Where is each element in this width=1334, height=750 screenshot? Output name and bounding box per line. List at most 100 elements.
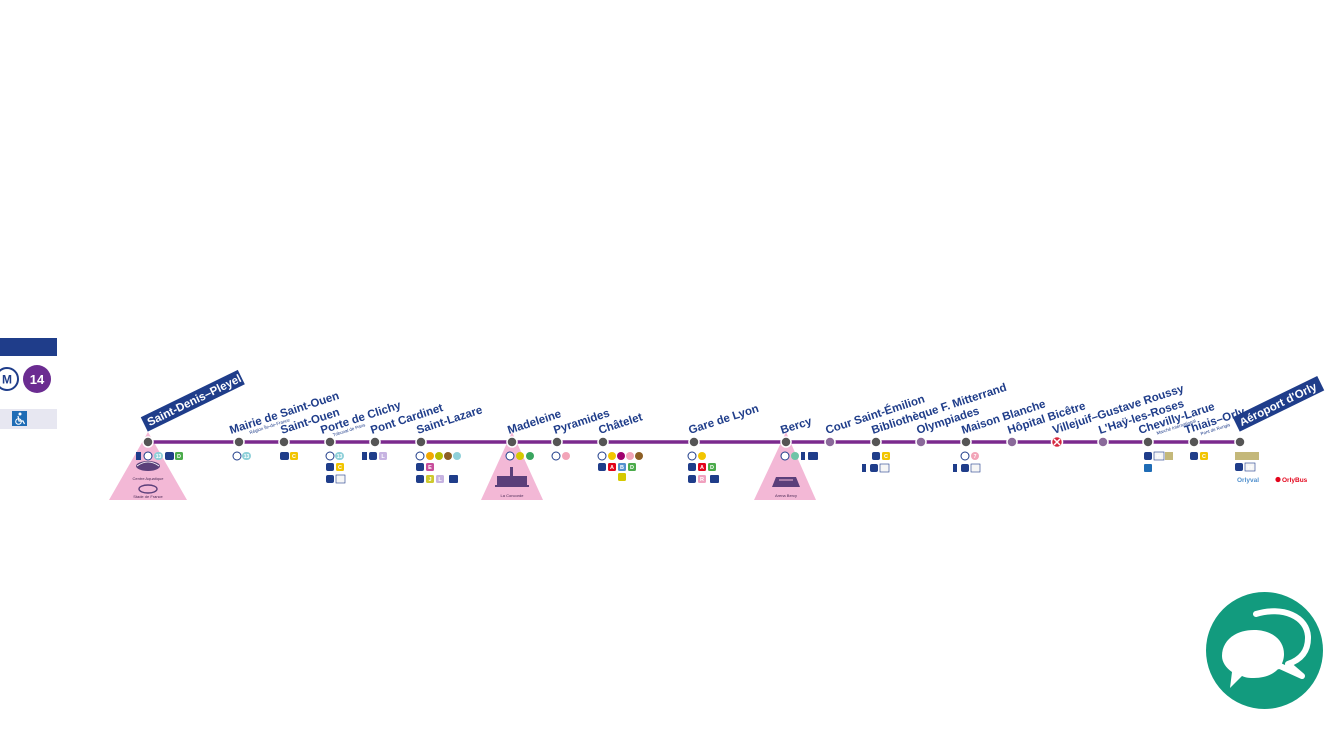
svg-text:L: L — [381, 454, 385, 460]
station-dot-saint-ouen[interactable] — [278, 436, 290, 448]
station-dot-saint-lazare[interactable] — [415, 436, 427, 448]
svg-text:J: J — [428, 477, 431, 483]
station-dot-bercy[interactable] — [780, 436, 792, 448]
svg-text:A: A — [700, 465, 704, 471]
station-closed-icon-villejuif[interactable] — [1050, 435, 1064, 449]
svg-text:13: 13 — [337, 454, 343, 460]
pyramides-connections — [551, 451, 570, 461]
metro-13-badge — [335, 452, 344, 460]
station-dot-thiais-orly[interactable] — [1188, 436, 1200, 448]
svg-text:7: 7 — [974, 454, 977, 460]
station-dot-bibliotheque[interactable] — [870, 436, 882, 448]
metro-icon — [143, 451, 153, 461]
station-dot-olympiades[interactable] — [915, 436, 927, 448]
stade-de-france-icon — [138, 484, 158, 494]
metro-icon — [415, 451, 425, 461]
terminus-saint-denis-pleyel[interactable]: Saint-Denis–Pleyel — [140, 369, 245, 432]
svg-text:13: 13 — [156, 454, 162, 460]
rer-c-badge — [1200, 452, 1208, 460]
metro-icon — [232, 451, 242, 461]
station-dot-cour-saint-emilion[interactable] — [824, 436, 836, 448]
station-dot-aeroport-orly[interactable] — [1234, 436, 1246, 448]
svg-text:T7: T7 — [1156, 454, 1162, 459]
rer-icon — [598, 463, 606, 471]
tram-badge-alt — [1165, 452, 1173, 460]
rer-e-badge — [426, 463, 434, 471]
station-dot-lhay-les-roses[interactable] — [1097, 436, 1109, 448]
rer-c-badge — [336, 463, 344, 471]
porte-de-clichy-connections: 13 C — [325, 451, 346, 484]
station-dot-pyramides[interactable] — [551, 436, 563, 448]
tram-icon — [326, 475, 334, 483]
arena-bercy-icon — [772, 477, 800, 487]
metro-logo-letter: M — [2, 373, 12, 387]
landmark-la-concorde: La Concorde — [501, 493, 525, 498]
mairie-saint-ouen-connections: 13 — [232, 451, 251, 461]
metro-icon — [687, 451, 697, 461]
station-dot-mairie-de-saint-ouen[interactable] — [233, 436, 245, 448]
rer-icon — [280, 452, 289, 460]
terminus-end-label: Aéroport d'Orly — [1238, 381, 1320, 429]
station-dot-gare-de-lyon[interactable] — [688, 436, 700, 448]
terminus-aeroport-orly[interactable]: Aéroport d'Orly — [1232, 376, 1325, 432]
legend-header-bar — [0, 338, 57, 356]
rer-icon — [688, 463, 696, 471]
station-dot-chatelet[interactable] — [597, 436, 609, 448]
station-dot-madeleine[interactable] — [506, 436, 518, 448]
tram-badge — [879, 463, 890, 473]
chat-button[interactable] — [1206, 592, 1323, 709]
metro-logo-icon — [0, 367, 19, 391]
centre-aquatique-icon — [136, 461, 160, 471]
svg-text:R: R — [700, 477, 704, 483]
walk-icon — [362, 452, 367, 460]
thiais-orly-connections: C — [1190, 452, 1208, 460]
landmark-centre-aquatique: Centre Aquatique — [133, 476, 165, 481]
station-dot-saint-denis-pleyel[interactable] — [142, 436, 154, 448]
metro-icon — [960, 451, 970, 461]
transilien-j-badge — [426, 475, 434, 483]
svg-text:C: C — [884, 454, 888, 460]
chat-bubbles-icon — [1222, 608, 1311, 688]
line-legend: M 14 — [0, 338, 57, 429]
rer-d-badge — [708, 463, 716, 471]
rer-d-badge — [175, 452, 183, 460]
svg-text:13: 13 — [244, 454, 250, 460]
gare-de-lyon-connections: A D R — [687, 451, 719, 483]
landmark-arena-bercy: Arena Bercy — [775, 493, 797, 498]
tram-t7-badge — [1244, 462, 1256, 472]
svg-text:D: D — [177, 454, 181, 460]
terminus-start-label: Saint-Denis–Pleyel — [146, 373, 244, 429]
station-dot-hopital-bicetre[interactable] — [1006, 436, 1018, 448]
svg-text:C: C — [1202, 454, 1206, 460]
station-gare-de-lyon-label[interactable]: Gare de Lyon — [687, 403, 760, 437]
station-dot-pont-cardinet[interactable] — [369, 436, 381, 448]
saint-lazare-connections: E J L — [415, 451, 461, 483]
bercy-interchange-area — [754, 432, 816, 500]
svg-text:C: C — [292, 454, 296, 460]
station-bercy-label[interactable]: Bercy — [779, 415, 814, 436]
station-dot-porte-de-clichy[interactable] — [324, 436, 336, 448]
walk-icon — [862, 464, 866, 472]
station-dot-maison-blanche[interactable] — [960, 436, 972, 448]
station-dot-chevilly-larue[interactable] — [1142, 436, 1154, 448]
svg-text:C: C — [338, 465, 342, 471]
tram-t7-badge — [1153, 451, 1165, 461]
walk-icon — [136, 452, 141, 460]
terminus-end-background — [1232, 376, 1325, 432]
pont-cardinet-connections: L — [362, 452, 387, 460]
station-dots — [142, 435, 1246, 449]
bus-icon — [449, 475, 458, 483]
correspondences: 13 D 13 C 13 C — [136, 451, 1308, 484]
bus-icon — [710, 475, 719, 483]
metro-icon — [780, 451, 790, 461]
svg-text:D: D — [630, 465, 634, 471]
tram-icon — [1144, 452, 1152, 460]
train-icon — [688, 475, 696, 483]
chatelet-connections: A B D — [597, 451, 643, 481]
line-14-badge — [23, 365, 51, 393]
transilien-r-badge — [698, 475, 706, 483]
tram-icon — [870, 464, 878, 472]
rer-c-badge — [290, 452, 298, 460]
metro-icon — [325, 451, 335, 461]
